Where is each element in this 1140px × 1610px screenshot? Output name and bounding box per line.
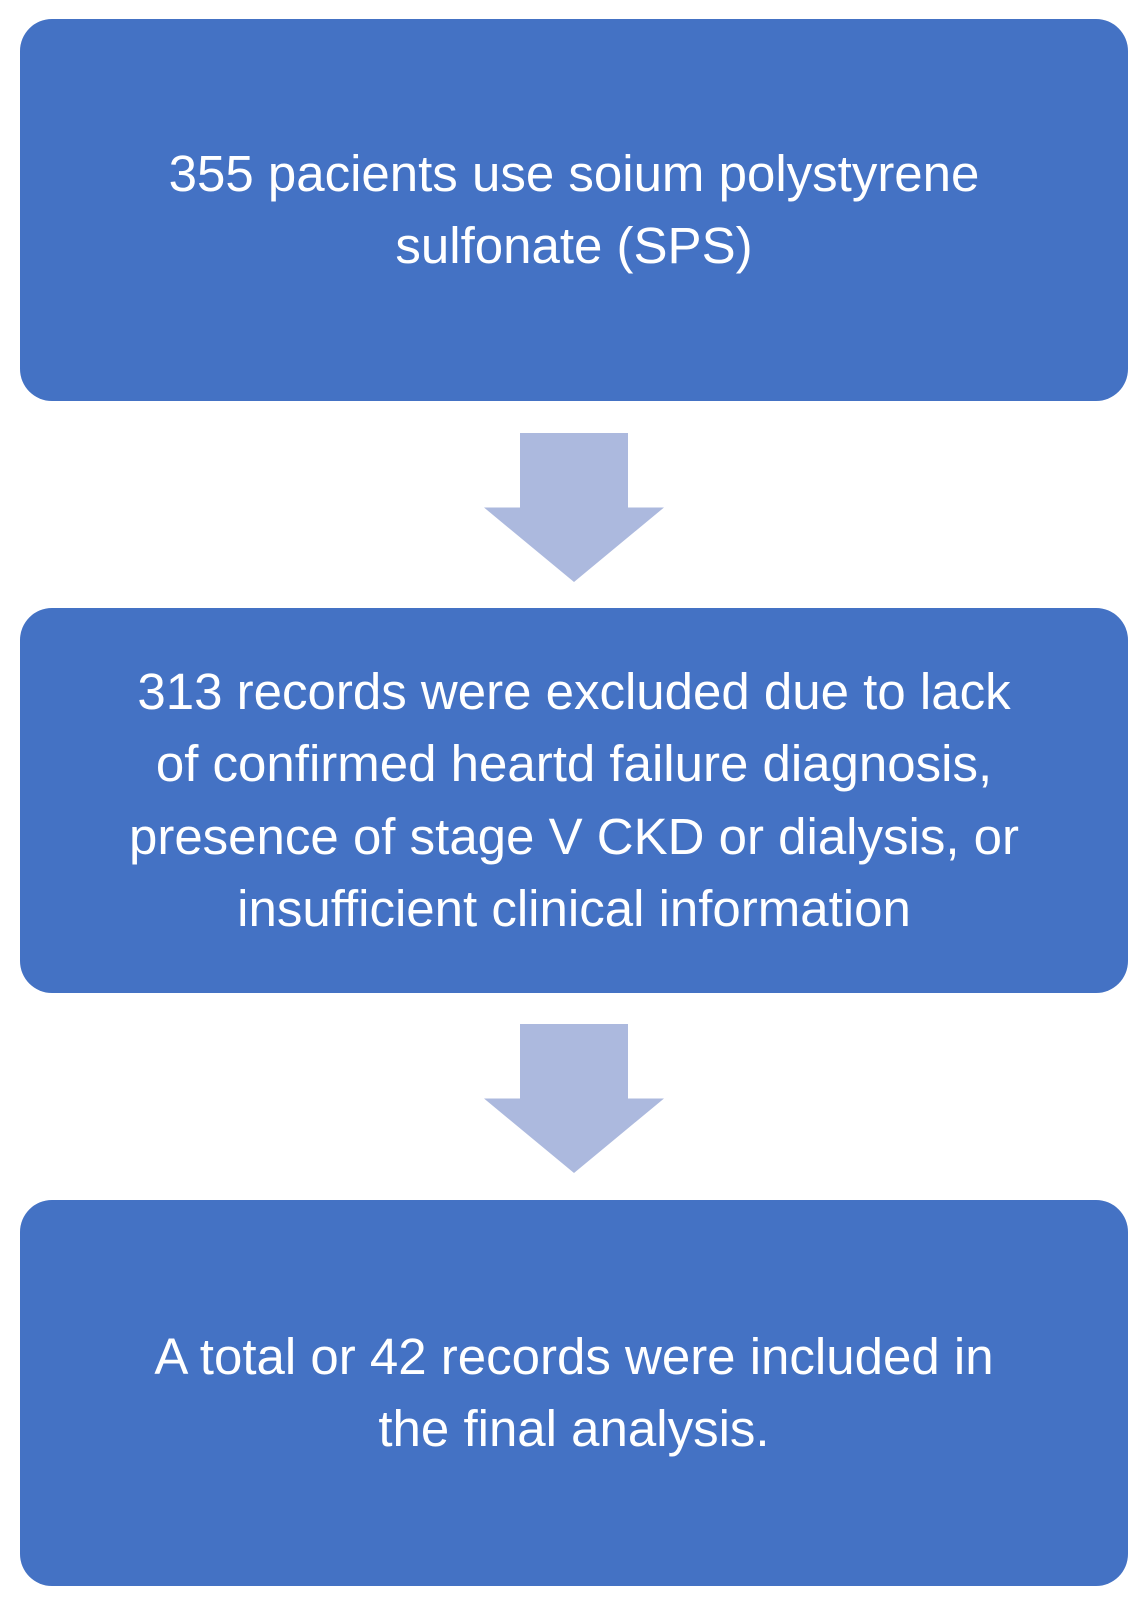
flow-step-1-box: 355 pacients use soium polystyrene sulfo… [20,19,1128,401]
flow-step-2-text: 313 records were excluded due to lack of… [128,662,1020,937]
down-arrow-icon [484,433,664,582]
flow-step-3-text: A total or 42 records were included in t… [154,1327,994,1457]
flow-step-3-box: A total or 42 records were included in t… [20,1200,1128,1586]
down-arrow-shape [484,1024,664,1173]
down-arrow-shape [484,433,664,582]
down-arrow-icon [484,1024,664,1173]
flow-step-1-text: 355 pacients use soium polystyrene sulfo… [168,144,980,274]
flow-step-2-box: 313 records were excluded due to lack of… [20,608,1128,993]
